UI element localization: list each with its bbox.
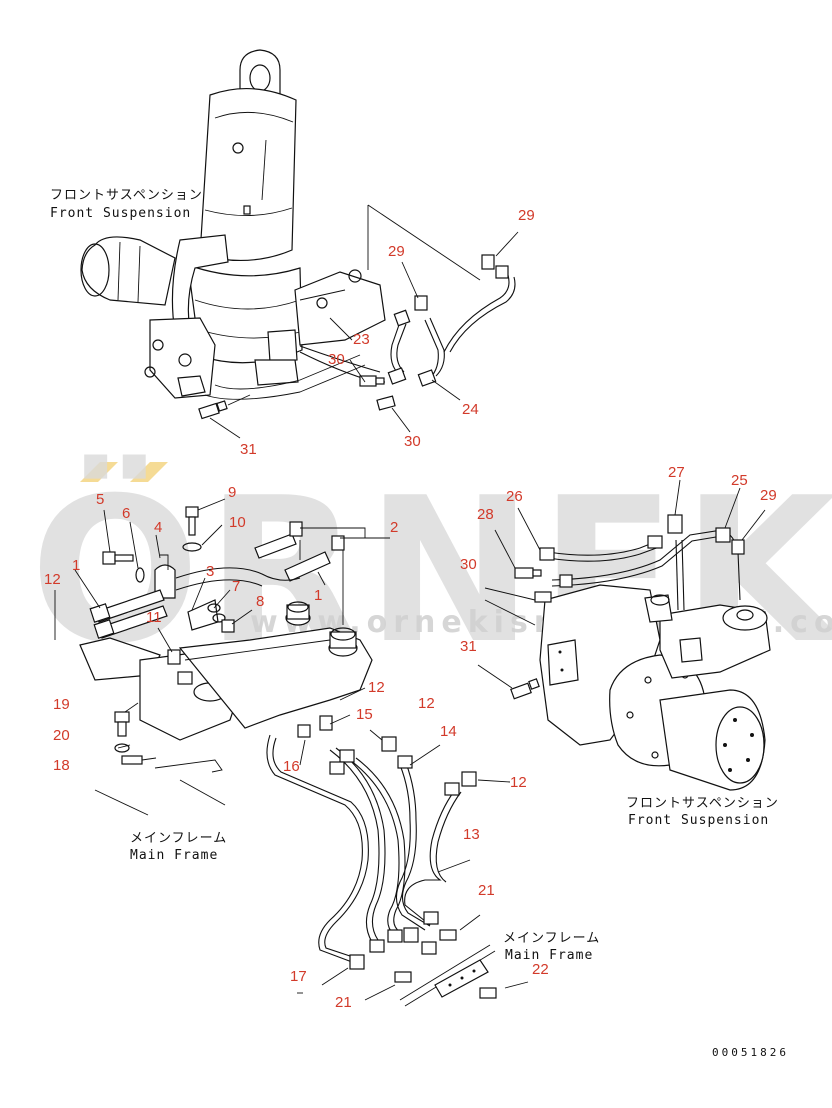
callout-6[interactable]: 6 [122, 505, 130, 522]
callout-23[interactable]: 23 [353, 331, 370, 348]
callout-12[interactable]: 12 [368, 679, 385, 696]
callout-24[interactable]: 24 [462, 401, 479, 418]
boss-right [328, 627, 358, 657]
callout-12[interactable]: 12 [510, 774, 527, 791]
callout-8[interactable]: 8 [256, 593, 264, 610]
elbow-2b [331, 535, 345, 551]
top-suspension-assembly [80, 49, 519, 439]
adapter-31-top [198, 400, 228, 420]
elbow-29-right [731, 539, 745, 555]
caption-main-frame-left-ja: メインフレーム [130, 831, 227, 846]
washer-20 [114, 743, 130, 753]
adapter-21b [394, 971, 412, 983]
callout-29[interactable]: 29 [760, 487, 777, 504]
fitting-27 [667, 514, 683, 534]
nut-17 [349, 954, 365, 970]
watermark-umlaut-right [130, 462, 168, 482]
fitting-29-mid [414, 295, 428, 311]
callout-30[interactable]: 30 [328, 351, 345, 368]
callout-10[interactable]: 10 [229, 514, 246, 531]
callout-1[interactable]: 1 [72, 557, 80, 574]
adapter-22 [479, 987, 497, 999]
callout-21[interactable]: 21 [335, 994, 352, 1011]
caption-main-frame-bottom-ja: メインフレーム [503, 931, 600, 946]
adapter-30-bottom [376, 395, 396, 411]
callout-4[interactable]: 4 [154, 519, 162, 536]
bolt-9 [185, 506, 199, 536]
callout-31[interactable]: 31 [240, 441, 257, 458]
callout-5[interactable]: 5 [96, 491, 104, 508]
callout-16[interactable]: 16 [283, 758, 300, 775]
washer-10 [182, 542, 202, 552]
boss-left [285, 601, 311, 626]
part-callouts: 29 29 23 30 24 30 31 9 5 6 10 4 2 1 3 12… [44, 207, 777, 1011]
caption-front-suspension-right-en: Front Suspension [628, 813, 769, 828]
caption-front-suspension-right-ja: フロントサスペンション [626, 796, 779, 811]
callout-12[interactable]: 12 [418, 695, 435, 712]
document-id: 00051826 [712, 1046, 789, 1059]
elbow-11 [167, 649, 181, 665]
nut-8 [221, 619, 235, 633]
caption-main-frame-left-en: Main Frame [130, 848, 218, 863]
callout-30[interactable]: 30 [460, 556, 477, 573]
bolt-5 [102, 551, 134, 565]
adapter-30-right [534, 591, 552, 603]
elbow-12-right [381, 736, 397, 752]
callout-22[interactable]: 22 [532, 961, 549, 978]
adapter-21a [439, 929, 457, 941]
callout-12[interactable]: 12 [44, 571, 61, 588]
fitting-16a [297, 724, 311, 738]
callout-9[interactable]: 9 [228, 484, 236, 501]
adapter-30-top [359, 375, 385, 387]
callout-1[interactable]: 1 [314, 587, 322, 604]
callout-30[interactable]: 30 [404, 433, 421, 450]
hose-2-upper [254, 533, 297, 559]
fitting-25 [715, 527, 731, 543]
callout-2[interactable]: 2 [390, 519, 398, 536]
callout-31[interactable]: 31 [460, 638, 477, 655]
fitting-29-top [481, 254, 509, 279]
callout-21[interactable]: 21 [478, 882, 495, 899]
washer-6 [135, 567, 145, 583]
caption-front-suspension-top-en: Front Suspension [50, 206, 191, 221]
callout-25[interactable]: 25 [731, 472, 748, 489]
caption-front-suspension-top-ja: フロントサスペンション [50, 188, 203, 203]
right-suspension-assembly [477, 479, 771, 791]
elbow-12-far [461, 771, 477, 787]
callout-7[interactable]: 7 [232, 578, 240, 595]
caption-main-frame-bottom-en: Main Frame [505, 948, 593, 963]
watermark-umlaut-left [80, 462, 118, 482]
callout-28[interactable]: 28 [477, 506, 494, 523]
fitting-16b [339, 749, 355, 763]
callout-14[interactable]: 14 [440, 723, 457, 740]
callout-20[interactable]: 20 [53, 727, 70, 744]
callout-29[interactable]: 29 [518, 207, 535, 224]
callout-3[interactable]: 3 [206, 563, 214, 580]
callout-19[interactable]: 19 [53, 696, 70, 713]
bolt-19 [114, 711, 130, 737]
elbow-26 [539, 547, 555, 561]
adapter-28 [514, 567, 542, 579]
adapter-31-right [510, 678, 540, 700]
callout-26[interactable]: 26 [506, 488, 523, 505]
callout-27[interactable]: 27 [668, 464, 685, 481]
hose-1-right [284, 551, 331, 582]
main-frame-assembly [54, 498, 529, 1007]
callout-18[interactable]: 18 [53, 757, 70, 774]
callout-11[interactable]: 11 [146, 609, 162, 626]
callout-15[interactable]: 15 [356, 706, 373, 723]
fitting-18 [121, 755, 157, 765]
elbow-12-mid [319, 715, 333, 731]
callout-29[interactable]: 29 [388, 243, 405, 260]
callout-13[interactable]: 13 [463, 826, 480, 843]
callout-17[interactable]: 17 [290, 968, 307, 985]
elbow-2a [289, 521, 303, 537]
